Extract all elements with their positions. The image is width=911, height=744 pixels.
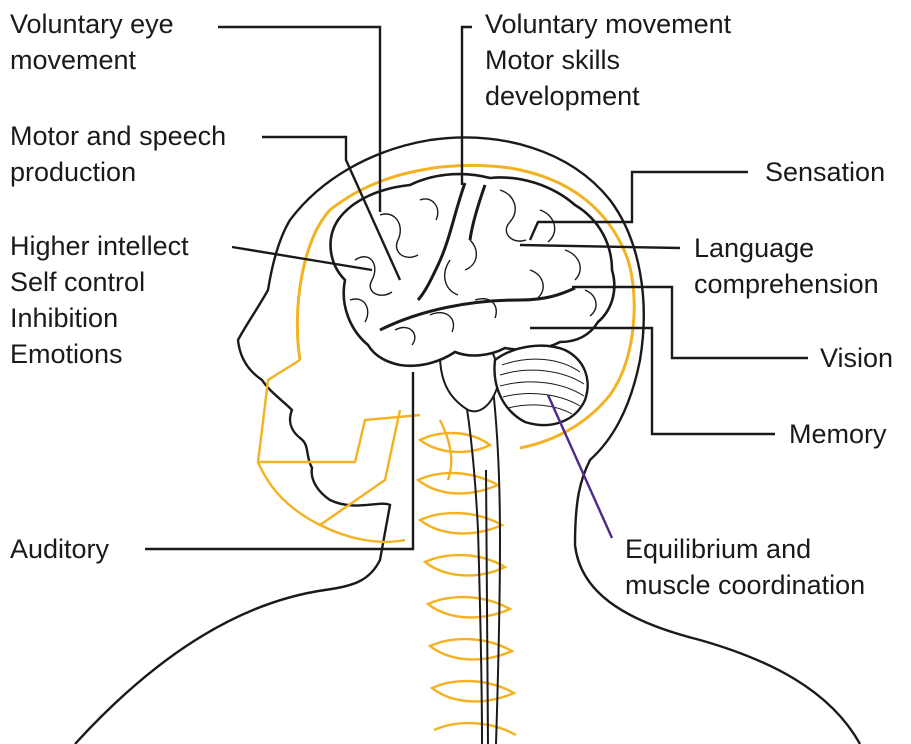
label-line: Motor skills [485,42,731,78]
label-vision: Vision [820,340,893,376]
jaw-outline [258,360,420,542]
leader-equilibrium [548,395,612,538]
label-higher-intellect: Higher intellect Self control Inhibition… [10,228,189,372]
label-voluntary-movement: Voluntary movement Motor skills developm… [485,6,731,114]
label-line: Sensation [765,154,885,190]
label-line: Higher intellect [10,228,189,264]
label-line: development [485,78,731,114]
label-line: movement [10,42,174,78]
label-line: Emotions [10,336,189,372]
label-line: Vision [820,340,893,376]
label-voluntary-eye-movement: Voluntary eye movement [10,6,174,78]
cerebellum [494,346,587,425]
label-line: comprehension [694,266,879,302]
label-line: Voluntary eye [10,6,174,42]
label-line: Self control [10,264,189,300]
cerebrum [331,174,615,366]
label-line: Voluntary movement [485,6,731,42]
label-line: Motor and speech [10,118,226,154]
label-line: muscle coordination [625,567,865,603]
label-sensation: Sensation [765,154,885,190]
label-line: Inhibition [10,300,189,336]
label-language-comprehension: Language comprehension [694,230,879,302]
label-line: Memory [789,416,887,452]
spine [418,420,516,735]
label-motor-speech: Motor and speech production [10,118,226,190]
label-line: Language [694,230,879,266]
label-line: production [10,154,226,190]
leader-voluntary-movement [462,27,472,185]
label-line: Equilibrium and [625,531,865,567]
label-line: Auditory [10,531,109,567]
label-equilibrium: Equilibrium and muscle coordination [625,531,865,603]
label-auditory: Auditory [10,531,109,567]
label-memory: Memory [789,416,887,452]
